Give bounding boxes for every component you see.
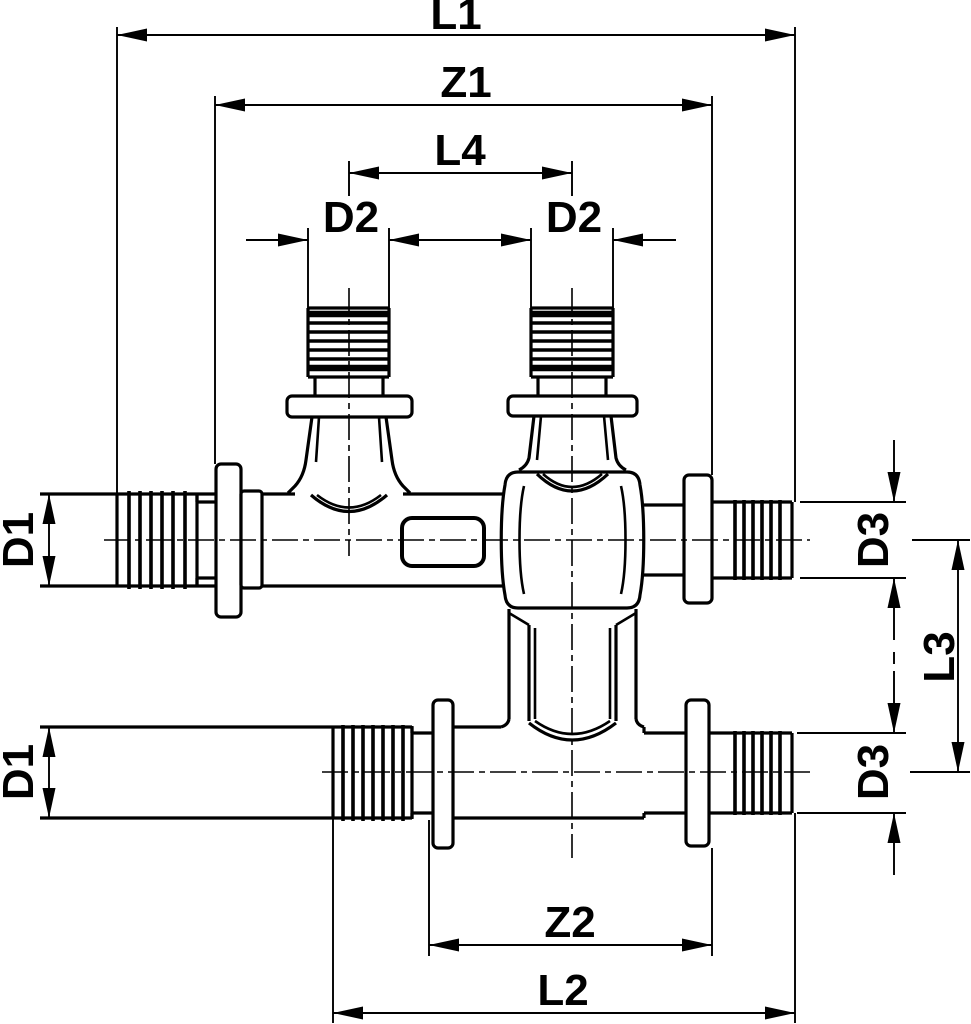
- dimension-l2: L2: [332, 813, 796, 1023]
- hex-bottom-flare: [500, 718, 645, 729]
- label-plate: [400, 516, 486, 568]
- dim-label-d1-upper: D1: [0, 512, 43, 568]
- dim-label-d1-lower: D1: [0, 744, 43, 800]
- lower-right-spigot-body: [709, 731, 794, 815]
- upper-right-flange: [682, 473, 714, 605]
- dimension-l4: L4: [348, 126, 573, 196]
- centerlines: [104, 288, 810, 858]
- dimension-d1-upper: D1: [0, 494, 56, 586]
- dimension-l3: L3: [910, 539, 970, 773]
- right-branch-bell-right: [609, 415, 627, 472]
- left-branch-neck: [313, 377, 385, 396]
- dim-label-l3: L3: [915, 631, 964, 682]
- lower-left-neck: [410, 727, 433, 818]
- lower-right-flange: [684, 698, 711, 848]
- dimension-l1: L1: [116, 0, 796, 502]
- dim-label-l1: L1: [430, 0, 481, 39]
- upper-right-neck: [641, 503, 684, 577]
- right-branch-neck: [536, 377, 608, 396]
- lower-right-neck: [644, 731, 686, 815]
- dim-label-d3-upper: D3: [849, 512, 898, 568]
- lower-pipe-run: [40, 698, 794, 850]
- right-branch-bell-left: [518, 415, 536, 472]
- dim-label-z2: Z2: [544, 898, 595, 947]
- dimension-d3-upper: D3: [800, 440, 906, 664]
- dimension-z2: Z2: [428, 820, 713, 956]
- left-branch-bell-left: [286, 416, 314, 495]
- dimension-d2-pair: D2 D2: [246, 193, 676, 309]
- lower-right-spigot-ribs: [733, 731, 782, 815]
- dimension-z1: Z1: [214, 58, 713, 475]
- dim-label-d3-lower: D3: [849, 744, 898, 800]
- dim-label-z1: Z1: [440, 58, 491, 107]
- left-socket-rim: [518, 485, 526, 595]
- upper-left-neck: [195, 494, 216, 586]
- dim-label-l2: L2: [537, 966, 588, 1015]
- left-branch-bell-right: [384, 416, 412, 495]
- dimension-d3-lower: D3: [797, 671, 906, 875]
- dim-label-l4: L4: [434, 126, 486, 175]
- dimension-d1-lower: D1: [0, 727, 56, 818]
- dim-label-d2-right: D2: [546, 193, 602, 242]
- dim-label-d2-left: D2: [323, 193, 379, 242]
- lower-left-ribbed-sleeve: [331, 725, 414, 821]
- lower-left-flange: [431, 698, 455, 850]
